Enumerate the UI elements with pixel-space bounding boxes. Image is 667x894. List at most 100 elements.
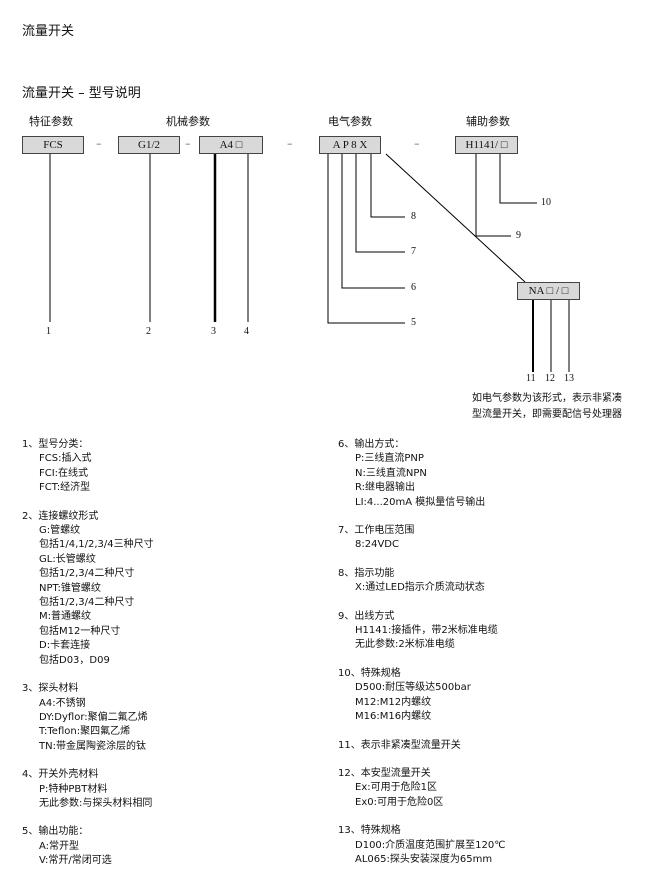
box-ap8x: A P 8 X — [319, 136, 381, 154]
callout-number: 1 — [46, 326, 51, 337]
separator-dash: – — [185, 137, 191, 150]
callout-number: 6 — [411, 282, 416, 293]
callout-number: 9 — [516, 230, 521, 241]
legend-line: D:卡套连接 — [39, 640, 91, 652]
legend-section: 11、表示非紧凑型流量开关 — [338, 739, 505, 753]
legend-heading: 11、表示非紧凑型流量开关 — [338, 739, 461, 751]
legend-line: FCT:经济型 — [39, 482, 91, 494]
legend-line: H1141:接插件，带2米标准电缆 — [355, 625, 498, 637]
leader-line-5 — [327, 154, 405, 324]
callout-number: 11 — [526, 373, 536, 384]
callout-number: 10 — [541, 197, 551, 208]
legend-heading: 13、特殊规格 — [338, 825, 401, 837]
leader-line-6 — [341, 154, 405, 289]
legend-line: FCS:插入式 — [39, 453, 92, 465]
leader-line-7 — [355, 154, 405, 253]
legend-line: A:常开型 — [39, 840, 80, 852]
callout-number: 3 — [211, 326, 216, 337]
legend-section: 7、工作电压范围 8:24VDC — [338, 524, 505, 553]
legend-line: 包括1/2,3/4二种尺寸 — [39, 597, 135, 609]
leader-line-na — [385, 153, 526, 283]
legend-section: 10、特殊规格 D500:耐压等级达500bar M12:M12内螺纹 M16:… — [338, 667, 505, 725]
callout-number: 7 — [411, 246, 416, 257]
legend-section: 5、输出功能： A:常开型 V:常开/常闭可选 — [22, 825, 154, 868]
legend-section: 12、本安型流量开关 Ex:可用于危险1区 Ex0:可用于危险0区 — [338, 767, 505, 810]
box-na: NA □ / □ — [517, 282, 580, 300]
legend-line: TN:带金属陶瓷涂层的钛 — [39, 740, 146, 752]
legend-line: DY:Dyflor:聚偏二氟乙烯 — [39, 711, 148, 723]
note-line: 型流量开关，即需要配信号处理器 — [472, 409, 622, 420]
legend-section: 4、开关外壳材料 P:特种PBT材料 无此参数:与探头材料相同 — [22, 768, 154, 811]
section-title: 流量开关 – 型号说明 — [22, 86, 141, 101]
box-h1141: H1141/ □ — [455, 136, 518, 154]
callout-number: 8 — [411, 211, 416, 222]
legend-line: M16:M16内螺纹 — [355, 711, 432, 723]
legend-line: LI:4...20mA 模拟量信号输出 — [355, 496, 486, 508]
legend-section: 13、特殊规格 D100:介质温度范围扩展至120℃ AL065:探头安装深度为… — [338, 824, 505, 867]
callout-number: 12 — [545, 373, 555, 384]
legend-line: FCI:在线式 — [39, 467, 89, 479]
callout-number: 2 — [146, 326, 151, 337]
separator-dash: – — [287, 137, 293, 150]
box-g12: G1/2 — [118, 136, 180, 154]
group-label-mechanical: 机械参数 — [166, 115, 210, 128]
legend-line: AL065:探头安装深度为65mm — [355, 853, 493, 865]
legend-line: M:普通螺纹 — [39, 611, 91, 623]
separator-dash: – — [414, 137, 420, 150]
legend-section: 9、出线方式 H1141:接插件，带2米标准电缆 无此参数:2米标准电缆 — [338, 610, 505, 653]
legend-heading: 5、输出功能： — [22, 826, 89, 838]
legend-section: 6、输出方式： P:三线直流PNP N:三线直流NPN R:继电器输出 LI:4… — [338, 438, 505, 510]
legend-heading: 10、特殊规格 — [338, 667, 401, 679]
legend-left: 1、型号分类： FCS:插入式 FCI:在线式 FCT:经济型 2、连接螺纹形式… — [22, 438, 154, 883]
legend-line: D100:介质温度范围扩展至120℃ — [355, 839, 506, 851]
group-label-auxiliary: 辅助参数 — [466, 115, 510, 128]
legend-line: A4:不锈钢 — [39, 697, 86, 709]
legend-line: R:继电器输出 — [355, 482, 416, 494]
legend-heading: 6、输出方式： — [338, 439, 405, 450]
legend-line: D500:耐压等级达500bar — [355, 682, 471, 694]
legend-line: Ex0:可用于危险0区 — [355, 796, 444, 808]
legend-section: 1、型号分类： FCS:插入式 FCI:在线式 FCT:经济型 — [22, 438, 154, 496]
legend-heading: 12、本安型流量开关 — [338, 767, 431, 779]
callout-number: 13 — [564, 373, 574, 384]
legend-line: 包括D03，D09 — [39, 654, 110, 666]
callout-number: 5 — [411, 317, 416, 328]
leader-line-8 — [370, 154, 405, 218]
separator-dash: – — [96, 137, 102, 150]
legend-heading: 2、连接螺纹形式 — [22, 510, 99, 522]
legend-line: GL:长管螺纹 — [39, 553, 96, 565]
legend-line: T:Teflon:聚四氟乙烯 — [39, 726, 131, 738]
legend-line: 包括1/4,1/2,3/4三种尺寸 — [39, 539, 154, 551]
legend-line: P:特种PBT材料 — [39, 783, 108, 795]
legend-heading: 1、型号分类： — [22, 439, 89, 450]
box-a4: A4 □ — [199, 136, 263, 154]
leader-line-9 — [475, 154, 511, 237]
legend-heading: 3、探头材料 — [22, 683, 79, 695]
callout-number: 4 — [244, 326, 249, 337]
legend-line: Ex:可用于危险1区 — [355, 782, 437, 794]
legend-section: 2、连接螺纹形式 G:管螺纹 包括1/4,1/2,3/4三种尺寸 GL:长管螺纹… — [22, 510, 154, 668]
legend-line: M12:M12内螺纹 — [355, 696, 432, 708]
legend-line: 包括1/2,3/4二种尺寸 — [39, 568, 135, 580]
box-fcs: FCS — [22, 136, 84, 154]
legend-line: V:常开/常闭可选 — [39, 855, 112, 867]
legend-heading: 7、工作电压范围 — [338, 525, 415, 537]
note: 如电气参数为该形式，表示非紧凑 型流量开关，即需要配信号处理器 — [472, 391, 622, 423]
legend-heading: 9、出线方式 — [338, 610, 395, 622]
leader-line-10 — [499, 154, 537, 204]
legend-line: NPT:锥管螺纹 — [39, 582, 101, 594]
legend-line: 无此参数:2米标准电缆 — [355, 639, 455, 651]
legend-line: G:管螺纹 — [39, 525, 81, 537]
legend-right: 6、输出方式： P:三线直流PNP N:三线直流NPN R:继电器输出 LI:4… — [338, 438, 505, 881]
note-line: 如电气参数为该形式，表示非紧凑 — [472, 393, 622, 404]
legend-line: P:三线直流PNP — [355, 453, 424, 465]
group-label-feature: 特征参数 — [29, 115, 73, 128]
legend-line: 8:24VDC — [355, 539, 399, 551]
legend-line: 无此参数:与探头材料相同 — [39, 797, 153, 809]
legend-line: N:三线直流NPN — [355, 467, 427, 479]
legend-section: 8、指示功能 X:通过LED指示介质流动状态 — [338, 567, 505, 596]
legend-line: 包括M12一种尺寸 — [39, 625, 121, 637]
legend-section: 3、探头材料 A4:不锈钢 DY:Dyflor:聚偏二氟乙烯 T:Teflon:… — [22, 682, 154, 754]
legend-heading: 8、指示功能 — [338, 567, 395, 579]
